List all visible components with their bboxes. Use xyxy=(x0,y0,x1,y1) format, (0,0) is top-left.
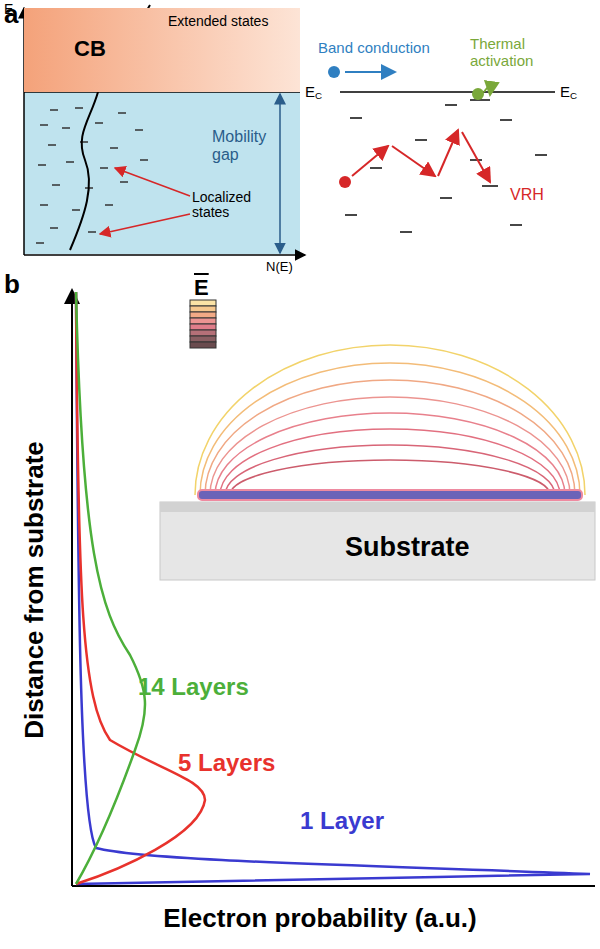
axis-title: Distance from substrate xyxy=(20,441,49,739)
mechanism-label: Thermal activation xyxy=(470,36,550,69)
axis-label: E xyxy=(4,2,13,17)
energy-level: EC xyxy=(305,84,322,102)
curve-label: 14 Layers xyxy=(138,674,249,700)
state-label: Localized states xyxy=(192,190,262,221)
axis-title: Electron probability (a.u.) xyxy=(163,904,476,933)
energy-level: EC xyxy=(560,84,577,102)
mechanism-label: VRH xyxy=(510,186,544,204)
node-text: CB xyxy=(74,36,106,62)
gap-label: Mobility gap xyxy=(212,128,274,163)
panel-letter: b xyxy=(4,270,20,299)
node-text: Substrate xyxy=(345,532,470,563)
curve-label: 1 Layer xyxy=(300,808,384,834)
curve-label: 5 Layers xyxy=(178,750,275,776)
mechanism-label: Band conduction xyxy=(318,40,430,57)
axis-label: N(E) xyxy=(266,260,293,274)
colorbar-label: E xyxy=(194,276,209,300)
substrate-block: Substrate xyxy=(160,502,595,580)
curve-label: Extended states xyxy=(168,14,268,29)
